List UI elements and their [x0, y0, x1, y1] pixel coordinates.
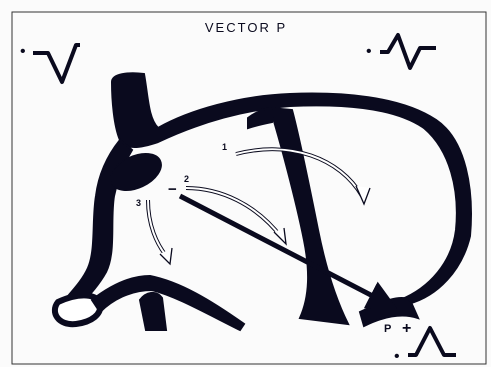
positive-pole-sign: +	[402, 320, 411, 337]
interatrial-septum	[270, 108, 348, 324]
vector-p-arrow	[180, 196, 392, 306]
pathway-label-2: 2	[184, 174, 189, 184]
vector-label: P	[384, 323, 391, 335]
positive-p-wave-icon	[408, 328, 456, 355]
negative-pole-sign: −	[168, 181, 177, 198]
waveform-marker-dot: •	[366, 43, 372, 60]
diagram-title: VECTOR P	[205, 20, 287, 35]
conduction-pathway-arrows	[148, 149, 370, 264]
waveform-top-right: •	[366, 35, 436, 68]
pathway-arrow-2	[186, 188, 282, 238]
tricuspid-bump	[140, 293, 166, 330]
atrium-floor	[92, 276, 244, 330]
pathway-arrow-1-head	[356, 186, 370, 204]
heart-atria-silhouette	[55, 73, 471, 330]
waveform-top-left: •	[20, 43, 80, 82]
pathway-label-1: 1	[222, 142, 227, 152]
waveform-marker-dot: •	[394, 348, 400, 365]
waveform-marker-dot: •	[20, 43, 26, 60]
biphasic-p-wave-icon	[380, 35, 436, 68]
negative-p-wave-icon	[33, 45, 80, 82]
pathway-label-3: 3	[136, 198, 141, 208]
pathway-arrow-3	[148, 200, 168, 258]
